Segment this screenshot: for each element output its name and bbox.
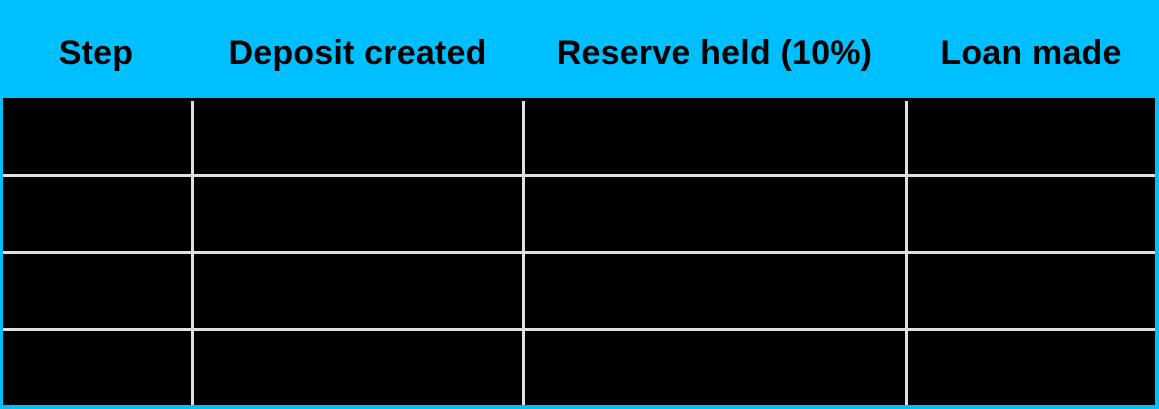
table-cell-reserve [525, 177, 905, 251]
table-cell-reserve [525, 331, 905, 405]
table-cell-reserve [525, 98, 905, 174]
table-cell-step [3, 98, 191, 174]
table-cell-loan [908, 331, 1155, 405]
table-cell-loan [908, 254, 1155, 328]
table-cell-step [3, 331, 191, 405]
table-cell-deposit [194, 98, 522, 174]
table-row [3, 331, 1155, 405]
table-cell-deposit [194, 177, 522, 251]
table-body [3, 98, 1155, 405]
row-divider [3, 174, 1155, 177]
table-cell-reserve [525, 254, 905, 328]
table-cell-deposit [194, 254, 522, 328]
table-row [3, 98, 1155, 174]
column-header-deposit-created: Deposit created [228, 33, 487, 72]
column-header-step: Step [58, 33, 134, 72]
table-cell-step [3, 177, 191, 251]
column-header-reserve-held: Reserve held (10%) [556, 33, 873, 72]
column-header-loan-made: Loan made [940, 33, 1122, 72]
table-row [3, 177, 1155, 251]
table-row [3, 254, 1155, 328]
table-cell-loan [908, 98, 1155, 174]
table-cell-loan [908, 177, 1155, 251]
table-header: Step Deposit created Reserve held (10%) … [0, 0, 1159, 98]
table-cell-step [3, 254, 191, 328]
row-divider [3, 251, 1155, 254]
row-divider [3, 328, 1155, 331]
table-cell-deposit [194, 331, 522, 405]
